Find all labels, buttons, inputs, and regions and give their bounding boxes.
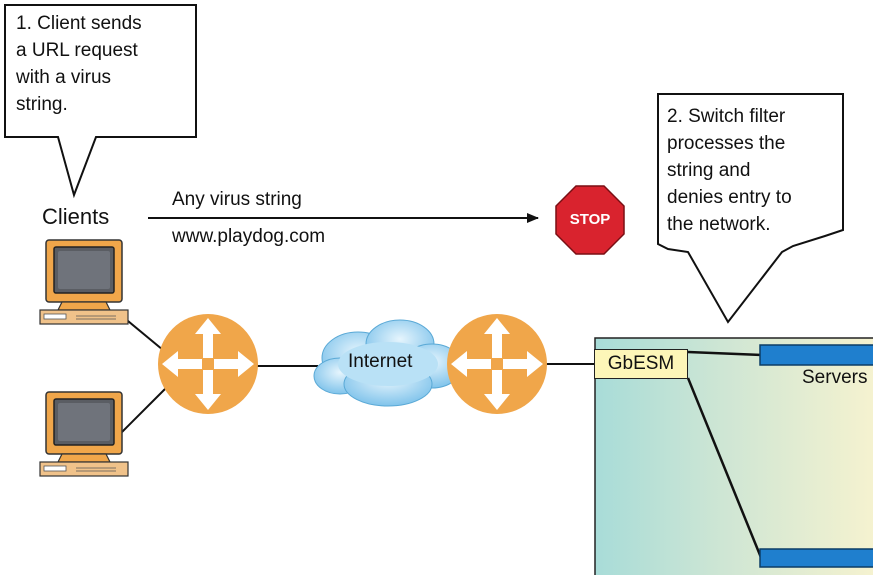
url-label: www.playdog.com	[172, 226, 326, 247]
switch-callout-bubble	[657, 93, 844, 324]
server-panel	[594, 337, 873, 575]
client-computer-1	[39, 239, 129, 325]
clients-label: Clients	[42, 204, 110, 229]
gbesm-switch: GbESM	[594, 349, 688, 379]
client-callout-bubble	[4, 4, 197, 199]
server-bar-top	[759, 344, 873, 366]
link-client2-router	[121, 387, 167, 433]
link-client1-router	[121, 315, 164, 351]
virus-string-label: Any virus string	[172, 189, 302, 210]
client-computer-2	[39, 391, 129, 477]
client-callout-text: 1. Client sends a URL request with a vir…	[16, 13, 142, 115]
link-gbesm-server1	[687, 350, 763, 357]
router-left	[158, 314, 258, 414]
stop-sign	[555, 185, 625, 255]
server-bar-bottom	[759, 548, 873, 568]
internet-cloud	[313, 319, 463, 407]
stop-sign-label: STOP	[569, 211, 611, 228]
router-right	[447, 314, 547, 414]
servers-label: Servers	[802, 367, 868, 388]
link-gbesm-server2	[686, 377, 764, 561]
internet-label: Internet	[348, 351, 413, 372]
gbesm-label: GbESM	[607, 353, 675, 374]
switch-callout-text: 2. Switch filter processes the string an…	[667, 106, 792, 235]
